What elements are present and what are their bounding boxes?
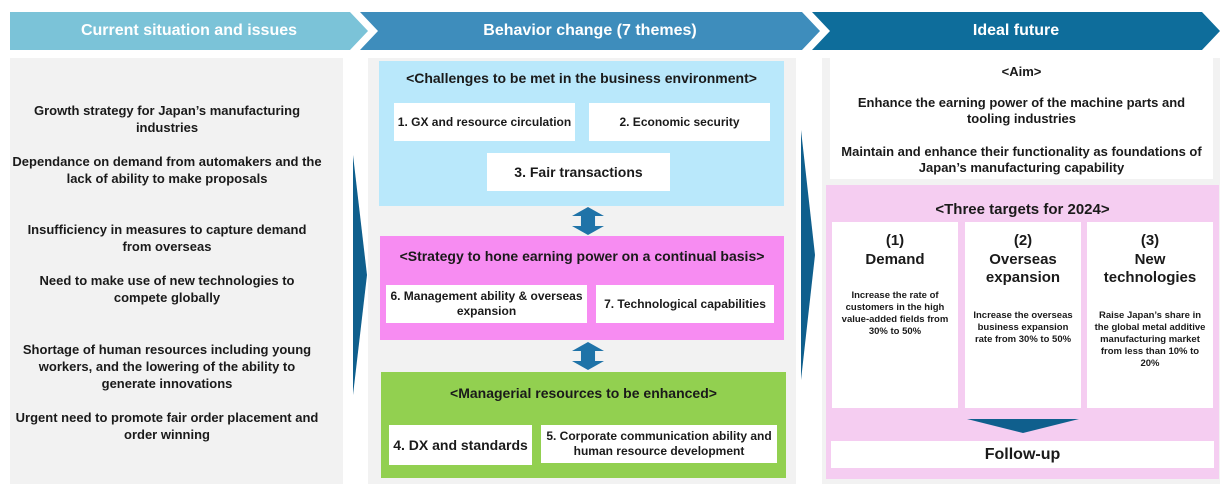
target-name: Overseas expansion xyxy=(985,251,1061,286)
target-desc: Increase the rate of customers in the hi… xyxy=(841,290,949,337)
header-behavior-label: Behavior change (7 themes) xyxy=(483,22,697,39)
theme-box: 1. GX and resource circulation xyxy=(394,103,575,141)
issue-item: Insufficiency in measures to capture dem… xyxy=(27,222,307,254)
flow-arrow-icon xyxy=(801,130,815,380)
header-current-label: Current situation and issues xyxy=(80,22,298,39)
issue-item: Shortage of human resources including yo… xyxy=(22,342,312,391)
resources-title: <Managerial resources to be enhanced> xyxy=(450,385,717,401)
target-number: (1) xyxy=(885,232,905,249)
theme-box: 4. DX and standards xyxy=(389,425,532,465)
aim-line: Maintain and enhance their functionality… xyxy=(841,144,1202,175)
issues-panel xyxy=(10,58,343,484)
flow-arrow-icon xyxy=(353,155,367,395)
aim-line: Enhance the earning power of the machine… xyxy=(857,95,1186,126)
target-card: (1) Demand Increase the rate of customer… xyxy=(832,222,958,408)
theme-box: 5. Corporate communication ability and h… xyxy=(541,425,777,463)
target-number: (2) xyxy=(1013,232,1033,249)
theme-box: 7. Technological capabilities xyxy=(596,285,774,323)
target-desc: Raise Japan’s share in the global metal … xyxy=(1094,310,1206,369)
target-card: (2) Overseas expansion Increase the over… xyxy=(965,222,1081,408)
issue-item: Urgent need to promote fair order placem… xyxy=(15,410,319,442)
target-name: Demand xyxy=(865,251,925,268)
followup-box: Follow-up xyxy=(831,441,1214,468)
targets-title: <Three targets for 2024> xyxy=(935,201,1110,218)
theme-box: 6. Management ability & overseas expansi… xyxy=(386,285,587,323)
theme-box: 2. Economic security xyxy=(589,103,770,141)
theme-box: 3. Fair transactions xyxy=(487,153,670,191)
target-card: (3) New technologies Raise Japan’s share… xyxy=(1087,222,1213,408)
target-name: New technologies xyxy=(1103,251,1197,286)
target-desc: Increase the overseas business expansion… xyxy=(973,310,1073,345)
issue-item: Growth strategy for Japan’s manufacturin… xyxy=(33,103,301,135)
aim-title: <Aim> xyxy=(1001,64,1042,79)
aim-box: <Aim> Enhance the earning power of the m… xyxy=(830,58,1213,179)
header-behavior-change: Behavior change (7 themes) xyxy=(360,12,820,50)
target-number: (3) xyxy=(1140,232,1160,249)
header-ideal-label: Ideal future xyxy=(972,22,1060,39)
issue-item: Dependance on demand from automakers and… xyxy=(12,154,322,186)
header-current-situation: Current situation and issues xyxy=(10,12,368,50)
header-ideal-future: Ideal future xyxy=(812,12,1220,50)
followup-label: Follow-up xyxy=(984,445,1061,463)
challenges-title: <Challenges to be met in the business en… xyxy=(406,70,757,86)
issue-item: Need to make use of new technologies to … xyxy=(39,273,295,305)
strategy-title: <Strategy to hone earning power on a con… xyxy=(399,248,765,264)
